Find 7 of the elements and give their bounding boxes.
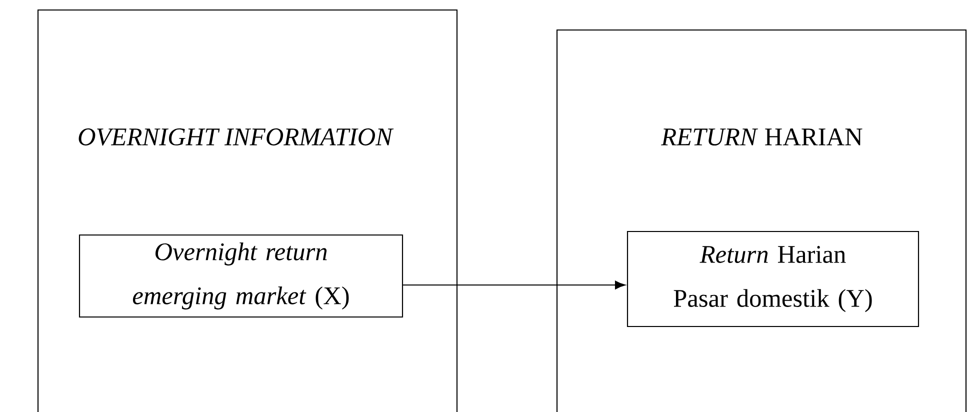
panel-frame	[37, 9, 458, 412]
panel-heading: RETURN HARIAN	[661, 128, 862, 146]
panel-frame	[556, 29, 967, 412]
variable-box: Return Harian Pasar domestik (Y)	[626, 230, 920, 328]
arrow	[403, 280, 626, 290]
variable-box: Overnight return emerging market (X)	[78, 234, 404, 318]
panel-heading: OVERNIGHT INFORMATION	[78, 128, 394, 146]
